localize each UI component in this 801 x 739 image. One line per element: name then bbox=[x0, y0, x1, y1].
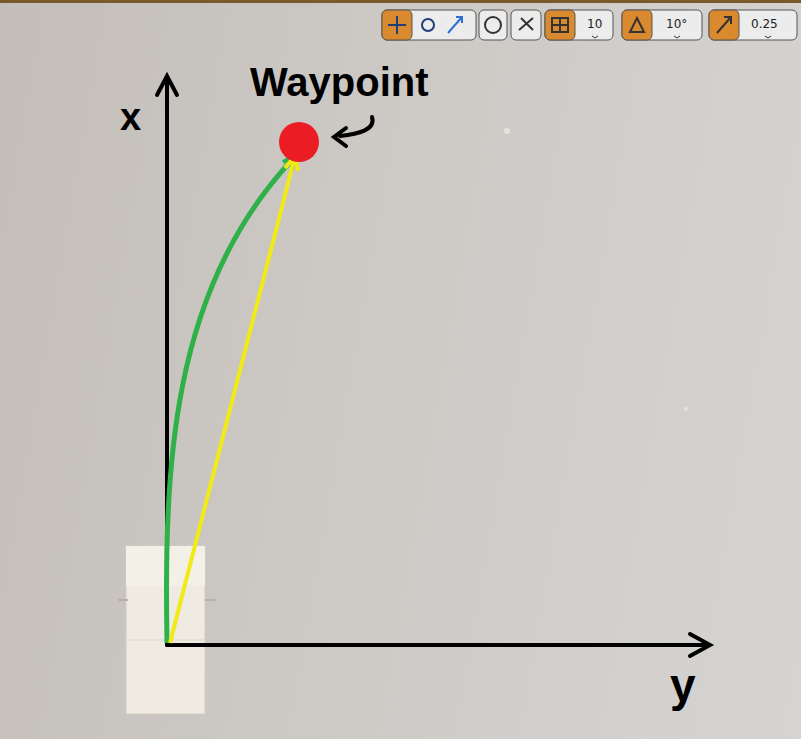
top-edge-bar bbox=[0, 0, 801, 3]
axis-label-holder: y bbox=[670, 662, 696, 708]
snap-value: 10 bbox=[587, 17, 602, 31]
axes bbox=[157, 76, 710, 656]
arrowhead bbox=[334, 128, 346, 146]
snap-value-holder: 10° bbox=[666, 18, 687, 30]
waypoint-label-holder: Waypoint bbox=[250, 62, 429, 102]
snap-value-holder: 0.25 bbox=[751, 18, 778, 30]
snap-value: 0.25 bbox=[751, 17, 778, 31]
axis-label: y bbox=[670, 659, 696, 711]
dropdown-carets bbox=[592, 36, 771, 38]
axis-label-holder: x bbox=[120, 98, 141, 136]
waypoint-label: Waypoint bbox=[250, 60, 429, 104]
snap-value: 10° bbox=[666, 17, 687, 31]
toolbar bbox=[382, 10, 797, 40]
speck bbox=[504, 128, 510, 134]
straight-path-arrow bbox=[170, 160, 294, 643]
speck bbox=[684, 407, 688, 411]
snap-value-holder: 10 bbox=[587, 18, 602, 30]
curved-path-arrow bbox=[166, 160, 292, 643]
axis-label: x bbox=[120, 96, 141, 138]
waypoint-marker bbox=[279, 122, 319, 162]
toolbar-icons bbox=[388, 16, 731, 34]
